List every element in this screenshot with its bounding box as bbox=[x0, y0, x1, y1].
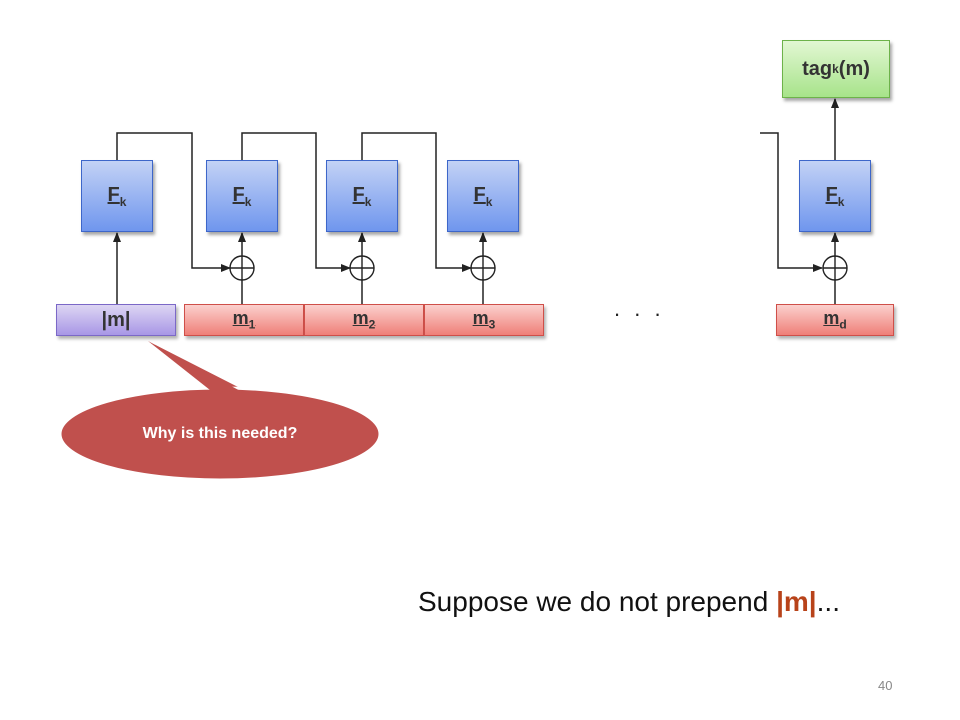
message-sub: 3 bbox=[488, 317, 496, 332]
fk-block-2: Fk bbox=[206, 160, 278, 232]
message-block-2: m2 bbox=[304, 304, 424, 336]
fk-sub: k bbox=[119, 194, 127, 209]
message-block-3: m3 bbox=[424, 304, 544, 336]
wire-fk2-to-xor2 bbox=[241, 132, 351, 272]
tag-suffix: (m) bbox=[838, 57, 870, 80]
message-base: m bbox=[232, 308, 249, 329]
fk-label: F bbox=[473, 183, 486, 206]
wire-fk1-to-xor1 bbox=[116, 132, 231, 272]
fk-sub: k bbox=[364, 194, 372, 209]
message-base: m bbox=[823, 308, 840, 329]
fk-block-1: Fk bbox=[81, 160, 153, 232]
caption: Suppose we do not prepend |m|... bbox=[418, 586, 840, 618]
fk-sub: k bbox=[244, 194, 252, 209]
callout-text: Why is this needed? bbox=[142, 425, 298, 442]
fk-block-3: Fk bbox=[326, 160, 398, 232]
message-sub: 2 bbox=[368, 317, 376, 332]
fk-label: F bbox=[825, 183, 838, 206]
xor-icon bbox=[470, 255, 496, 281]
message-block-d: md bbox=[776, 304, 894, 336]
fk-label: F bbox=[352, 183, 365, 206]
page-number: 40 bbox=[878, 678, 893, 693]
wire-fk3-to-xor3 bbox=[361, 132, 472, 272]
caption-highlight: |m| bbox=[776, 586, 817, 617]
ellipsis: . . . bbox=[614, 296, 665, 321]
length-label: |m| bbox=[101, 308, 131, 331]
caption-suffix: ... bbox=[816, 586, 840, 617]
callout-bubble bbox=[58, 337, 382, 482]
fk-sub: k bbox=[837, 194, 845, 209]
xor-icon bbox=[349, 255, 375, 281]
fk-label: F bbox=[107, 183, 120, 206]
message-base: m bbox=[472, 308, 489, 329]
message-sub: 1 bbox=[248, 317, 256, 332]
message-sub: d bbox=[839, 317, 847, 332]
caption-prefix: Suppose we do not prepend bbox=[418, 586, 777, 617]
fk-block-4: Fk bbox=[447, 160, 519, 232]
message-block-1: m1 bbox=[184, 304, 304, 336]
xor-icon bbox=[822, 255, 848, 281]
fk-sub: k bbox=[485, 194, 493, 209]
length-block: |m| bbox=[56, 304, 176, 336]
xor-icon bbox=[229, 255, 255, 281]
wire-prev-to-xor-last bbox=[760, 132, 823, 272]
fk-block-last: Fk bbox=[799, 160, 871, 232]
fk-label: F bbox=[232, 183, 245, 206]
message-base: m bbox=[352, 308, 369, 329]
tag-base: tag bbox=[802, 57, 833, 80]
tag-sub: k bbox=[832, 62, 839, 76]
